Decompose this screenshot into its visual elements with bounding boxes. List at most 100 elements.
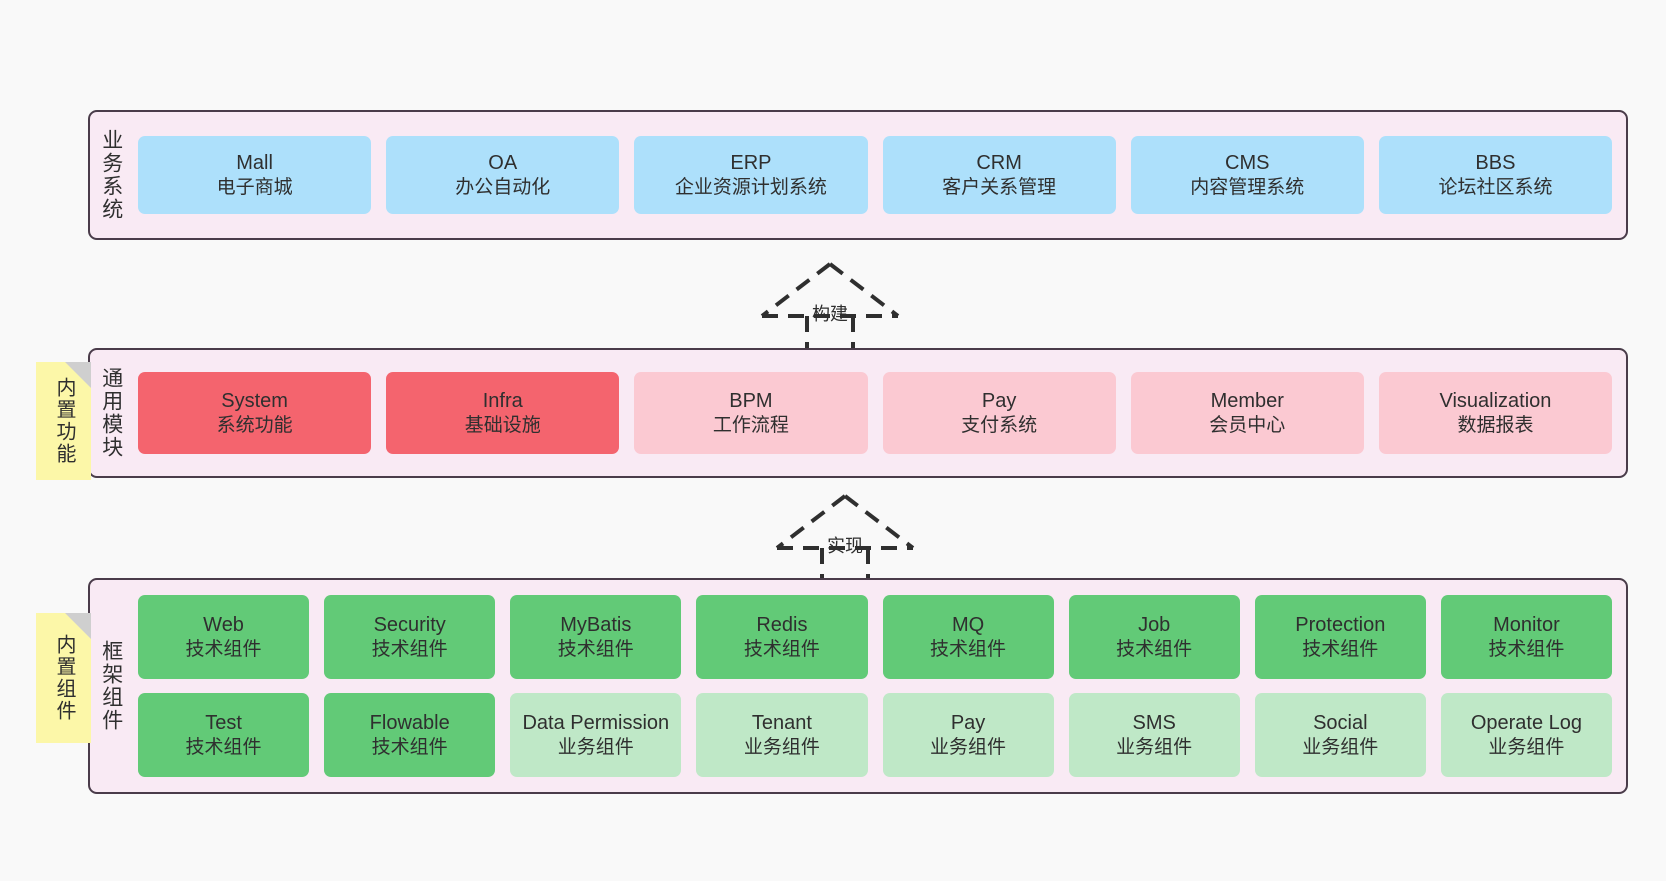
layer-title-business-system: 业务系统	[99, 129, 123, 221]
card-title-cn: 基础设施	[464, 414, 541, 436]
sticky-note-label: 内置功能	[53, 377, 75, 465]
card-title-cn: 技术组件	[185, 638, 262, 660]
card-title-cn: 技术组件	[185, 736, 262, 758]
card-title-en: BBS	[1475, 152, 1516, 175]
card-erp[interactable]: ERP 企业资源计划系统	[634, 136, 868, 214]
folded-corner-icon	[65, 613, 91, 639]
card-bpm[interactable]: BPM 工作流程	[634, 372, 868, 454]
card-title-cn: 技术组件	[557, 638, 634, 660]
build-arrow: 构建	[750, 258, 910, 354]
card-flowable[interactable]: Flowable 技术组件	[324, 693, 496, 777]
card-monitor[interactable]: Monitor 技术组件	[1440, 595, 1612, 679]
card-infra[interactable]: Infra 基础设施	[386, 372, 620, 454]
layer-body-business-system: Mall 电子商城 OA 办公自动化 ERP 企业资源计划系统 CRM 客户关系…	[132, 112, 1626, 238]
card-security[interactable]: Security 技术组件	[324, 595, 496, 679]
card-operate-log[interactable]: Operate Log 业务组件	[1440, 693, 1612, 777]
card-mybatis[interactable]: MyBatis 技术组件	[510, 595, 682, 679]
card-title-en: Visualization	[1439, 390, 1552, 413]
card-title-cn: 业务组件	[1488, 736, 1565, 758]
card-system[interactable]: System 系统功能	[138, 372, 372, 454]
realize-arrow: 实现	[765, 490, 925, 586]
card-title-en: Pay	[950, 712, 986, 735]
card-redis[interactable]: Redis 技术组件	[696, 595, 868, 679]
card-title-en: Flowable	[369, 712, 450, 735]
card-pay-module[interactable]: Pay 支付系统	[882, 372, 1116, 454]
card-mall[interactable]: Mall 电子商城	[138, 136, 372, 214]
card-title-cn: 支付系统	[961, 414, 1038, 436]
card-title-en: CRM	[976, 152, 1022, 175]
card-sms[interactable]: SMS 业务组件	[1068, 693, 1240, 777]
card-title-cn: 技术组件	[930, 638, 1007, 660]
card-title-en: Member	[1210, 390, 1284, 413]
card-title-cn: 技术组件	[371, 638, 448, 660]
card-row: Mall 电子商城 OA 办公自动化 ERP 企业资源计划系统 CRM 客户关系…	[138, 136, 1613, 214]
card-web[interactable]: Web 技术组件	[138, 595, 310, 679]
card-visualization[interactable]: Visualization 数据报表	[1378, 372, 1613, 454]
card-cms[interactable]: CMS 内容管理系统	[1130, 136, 1364, 214]
card-title-cn: 业务组件	[743, 736, 820, 758]
card-title-en: Job	[1138, 614, 1171, 637]
card-bbs[interactable]: BBS 论坛社区系统	[1378, 136, 1613, 214]
card-title-cn: 会员中心	[1209, 414, 1286, 436]
card-title-cn: 业务组件	[1302, 736, 1379, 758]
card-oa[interactable]: OA 办公自动化	[386, 136, 620, 214]
card-tenant[interactable]: Tenant 业务组件	[696, 693, 868, 777]
card-title-cn: 技术组件	[371, 736, 448, 758]
card-title-cn: 业务组件	[557, 736, 634, 758]
card-title-cn: 系统功能	[216, 414, 293, 436]
card-title-cn: 内容管理系统	[1190, 176, 1305, 198]
card-job[interactable]: Job 技术组件	[1068, 595, 1240, 679]
card-title-en: Test	[205, 712, 242, 735]
card-title-en: Tenant	[751, 712, 812, 735]
layer-title-framework-component: 框架组件	[99, 640, 123, 732]
card-member[interactable]: Member 会员中心	[1130, 372, 1364, 454]
card-title-en: Data Permission	[522, 712, 670, 735]
card-title-en: Social	[1313, 712, 1368, 735]
card-test[interactable]: Test 技术组件	[138, 693, 310, 777]
layer-business-system: 业务系统 Mall 电子商城 OA 办公自动化 ERP 企业资源计划系统 CRM…	[88, 110, 1628, 240]
sticky-note-builtin-function: 内置功能	[36, 362, 91, 480]
card-mq[interactable]: MQ 技术组件	[882, 595, 1054, 679]
card-title-cn: 数据报表	[1457, 414, 1534, 436]
card-title-en: BPM	[729, 390, 773, 413]
card-title-cn: 工作流程	[712, 414, 789, 436]
layer-body-common-module: System 系统功能 Infra 基础设施 BPM 工作流程 Pay 支付系统…	[132, 350, 1626, 476]
card-title-en: Operate Log	[1470, 712, 1583, 735]
card-title-cn: 业务组件	[930, 736, 1007, 758]
card-title-cn: 办公自动化	[455, 176, 551, 198]
card-title-en: CMS	[1225, 152, 1270, 175]
card-protection[interactable]: Protection 技术组件	[1254, 595, 1426, 679]
card-row: Test 技术组件 Flowable 技术组件 Data Permission …	[138, 693, 1612, 777]
card-title-cn: 企业资源计划系统	[674, 176, 827, 198]
card-title-cn: 技术组件	[1302, 638, 1379, 660]
card-title-en: Monitor	[1493, 614, 1560, 637]
card-title-cn: 客户关系管理	[942, 176, 1057, 198]
sticky-note-builtin-component: 内置组件	[36, 613, 91, 743]
card-title-cn: 电子商城	[216, 176, 293, 198]
layer-framework-component: 框架组件 Web 技术组件 Security 技术组件 MyBatis 技术组件…	[88, 578, 1628, 794]
card-title-cn: 技术组件	[743, 638, 820, 660]
layer-common-module: 通用模块 System 系统功能 Infra 基础设施 BPM 工作流程 Pay…	[88, 348, 1628, 478]
card-row: System 系统功能 Infra 基础设施 BPM 工作流程 Pay 支付系统…	[138, 372, 1613, 454]
card-title-en: Infra	[482, 390, 523, 413]
card-title-cn: 论坛社区系统	[1438, 176, 1553, 198]
card-pay-component[interactable]: Pay 业务组件	[882, 693, 1054, 777]
card-crm[interactable]: CRM 客户关系管理	[882, 136, 1116, 214]
folded-corner-icon	[65, 362, 91, 388]
card-row: Web 技术组件 Security 技术组件 MyBatis 技术组件 Redi…	[138, 595, 1612, 679]
card-title-en: Web	[203, 614, 244, 637]
card-title-en: MyBatis	[560, 614, 632, 637]
card-title-en: SMS	[1132, 712, 1176, 735]
card-title-en: Protection	[1295, 614, 1386, 637]
card-title-en: OA	[488, 152, 518, 175]
sticky-note-label: 内置组件	[53, 634, 75, 722]
layer-body-framework-component: Web 技术组件 Security 技术组件 MyBatis 技术组件 Redi…	[132, 580, 1626, 792]
card-title-en: System	[221, 390, 288, 413]
card-social[interactable]: Social 业务组件	[1254, 693, 1426, 777]
card-title-cn: 技术组件	[1488, 638, 1565, 660]
card-title-en: ERP	[730, 152, 772, 175]
card-data-permission[interactable]: Data Permission 业务组件	[510, 693, 682, 777]
card-title-en: MQ	[951, 614, 985, 637]
card-title-en: Redis	[756, 614, 808, 637]
